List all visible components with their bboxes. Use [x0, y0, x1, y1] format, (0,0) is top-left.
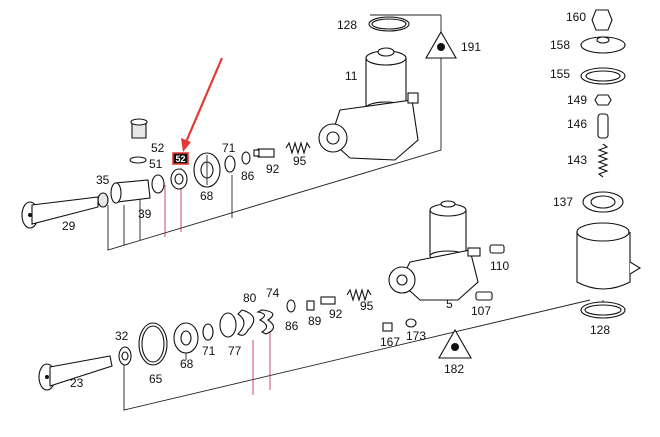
- valve-92-bottom: [320, 296, 336, 305]
- label-80: 80: [243, 291, 257, 305]
- label-86-top: 86: [241, 169, 255, 183]
- bolt-146: [597, 113, 609, 139]
- shaft-23: [38, 355, 113, 391]
- label-39: 39: [138, 207, 152, 221]
- label-149: 149: [567, 93, 587, 107]
- rotor-68-bottom: [173, 322, 199, 354]
- label-52: 52: [151, 141, 165, 155]
- label-167: 167: [380, 335, 400, 349]
- label-86-bottom: 86: [285, 319, 299, 333]
- o-ring-51: [129, 156, 147, 164]
- bolt-167: [382, 322, 393, 332]
- label-51: 51: [149, 157, 163, 171]
- clip-74: [256, 309, 275, 335]
- selected-part-marker[interactable]: 52: [172, 152, 189, 165]
- label-191: 191: [461, 40, 481, 54]
- label-68-bottom: 68: [180, 357, 194, 371]
- label-158: 158: [550, 38, 570, 52]
- label-160: 160: [566, 10, 586, 24]
- ring-86-top: [241, 151, 251, 165]
- selected-part-label: 52: [175, 154, 185, 164]
- spring-95-bottom: [346, 288, 372, 302]
- label-92-top: 92: [266, 162, 280, 176]
- washer-173: [405, 318, 417, 328]
- fitting-110: [489, 244, 505, 254]
- plate-80: [237, 309, 255, 336]
- label-110: 110: [490, 259, 509, 273]
- ring-71-bottom: [202, 323, 214, 341]
- reservoir-canister: [576, 222, 642, 290]
- label-35: 35: [96, 173, 110, 187]
- label-128-top: 128: [337, 18, 357, 32]
- label-32: 32: [115, 329, 129, 343]
- pointer-arrow: [181, 57, 224, 152]
- label-11: 11: [345, 69, 358, 83]
- ring-77: [219, 312, 237, 338]
- label-155: 155: [550, 67, 570, 81]
- pin-89: [306, 300, 315, 311]
- label-146: 146: [567, 117, 587, 131]
- right-column-parts: [576, 9, 642, 319]
- label-29: 29: [62, 219, 76, 233]
- label-5: 5: [446, 297, 453, 311]
- label-173: 173: [406, 329, 426, 343]
- label-95-bottom: 95: [360, 299, 374, 313]
- rod-143: [597, 143, 609, 178]
- coupling-35: [97, 179, 151, 208]
- label-137: 137: [553, 195, 573, 209]
- label-107: 107: [471, 304, 491, 318]
- rotor-68-top: [193, 152, 221, 188]
- label-92-bottom: 92: [329, 307, 343, 321]
- power-steering-pump-11: [318, 47, 419, 161]
- shaft-29: [21, 196, 99, 229]
- label-182: 182: [444, 362, 464, 376]
- fitting-107: [475, 291, 493, 301]
- label-95-top: 95: [293, 154, 307, 168]
- nut-149: [594, 94, 612, 106]
- label-23: 23: [70, 376, 84, 390]
- label-65: 65: [149, 372, 163, 386]
- label-68-top: 68: [200, 189, 214, 203]
- upper-assembly: 52: [21, 14, 457, 251]
- ring-71-top: [224, 155, 236, 173]
- valve-92-top: [253, 148, 275, 158]
- spring-95-top: [285, 141, 311, 155]
- label-143: 143: [567, 153, 587, 167]
- power-steering-pump-5: [388, 200, 481, 301]
- nut-160: [591, 9, 613, 31]
- label-71-top: 71: [222, 141, 236, 155]
- lower-assembly: [38, 200, 591, 411]
- label-89: 89: [308, 314, 322, 328]
- plug-52: [130, 118, 148, 139]
- ring-86-bottom: [286, 299, 296, 313]
- ring-39: [151, 174, 165, 194]
- label-74: 74: [266, 286, 280, 300]
- label-71-bottom: 71: [202, 344, 216, 358]
- part-number-labels: 128 191 11 52 51 71 35 39 68 86 92 95 29…: [62, 10, 610, 390]
- label-128-bottom: 128: [590, 323, 610, 337]
- label-77: 77: [228, 344, 242, 358]
